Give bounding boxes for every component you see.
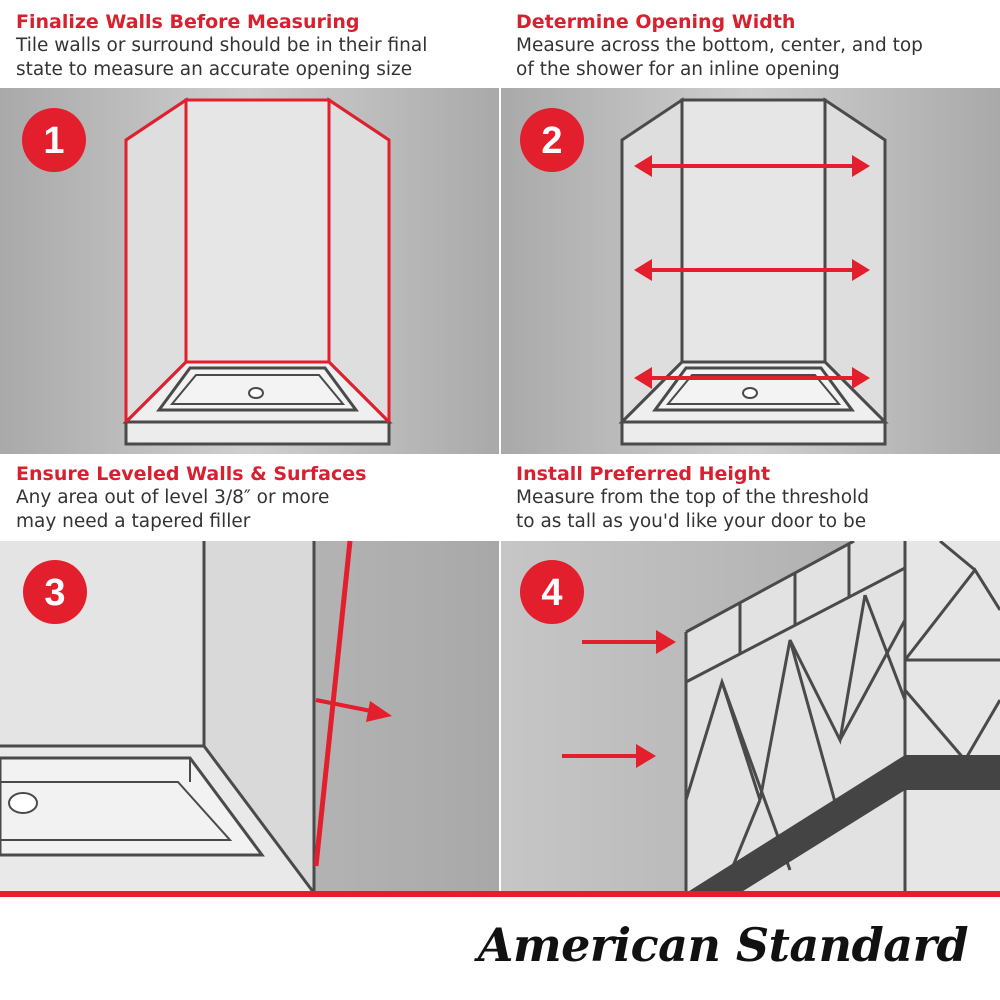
step-2-badge [520,108,584,172]
step-3-title: Ensure Leveled Walls & Surfaces [16,463,367,485]
step-4-description-line-2: to as tall as you'd like your door to be [516,511,867,532]
panel-3-illustration: 3 [0,540,499,894]
wall-highlight-outline [124,98,391,424]
step-3-description-line-2: may need a tapered filler [16,511,251,532]
height-arrow-top [582,630,676,654]
step-1-description-line-2: state to measure an accurate opening siz… [16,59,413,80]
drain [248,387,264,399]
step-4-title: Install Preferred Height [516,463,771,485]
panel-4-illustration: 4 [501,541,1000,893]
tiled-back-wall [905,541,1000,893]
step-1-heading: Finalize Walls Before Measuring Tile wal… [16,10,496,82]
step-2-number: 2 [541,120,562,162]
center-width-arrow [634,259,870,281]
height-arrow-bottom [562,744,656,768]
back-wall [184,98,331,364]
panel-2-illustration: 2 [501,88,1000,454]
floor-red-line [0,891,1000,897]
step-1-description-line-1: Tile walls or surround should be in thei… [16,35,428,56]
step-2-description-line-2: of the shower for an inline opening [516,59,840,80]
step-1-title: Finalize Walls Before Measuring [16,11,360,33]
step-1-number: 1 [43,120,64,162]
step-2-heading: Determine Opening Width Measure across t… [516,10,996,82]
wall-edges [0,541,316,894]
shower-base-slab [124,420,391,446]
bottom-width-arrow [634,367,870,389]
back-wall [680,98,827,364]
step-3-heading: Ensure Leveled Walls & Surfaces Any area… [16,462,496,534]
threshold-band [686,755,1000,893]
level-direction-arrow [315,698,392,722]
step-2-description-line-1: Measure across the bottom, center, and t… [516,35,923,56]
step-2-title: Determine Opening Width [516,11,796,33]
side-wall [204,541,314,893]
panel-divider [499,88,501,893]
tray-inner-edge [169,374,346,405]
tray-inner-edge [0,781,233,841]
top-width-arrow [634,155,870,177]
step-4-number: 4 [541,572,562,614]
step-3-number: 3 [44,572,65,614]
step-4-description-line-1: Measure from the top of the threshold [516,487,869,508]
step-3-badge [23,560,87,624]
brand-logo: American Standard [477,918,969,972]
tile-grid [684,541,1000,893]
tray-inner-edge [665,374,842,405]
drain [742,387,758,399]
panel-1-illustration: 1 [0,88,499,454]
step-4-badge [520,560,584,624]
step-4-heading: Install Preferred Height Measure from th… [516,462,996,534]
shower-base-slab [620,420,887,446]
step-3-description-line-1: Any area out of level 3/8″ or more [16,487,330,508]
step-1-badge [22,108,86,172]
drain [8,792,38,814]
